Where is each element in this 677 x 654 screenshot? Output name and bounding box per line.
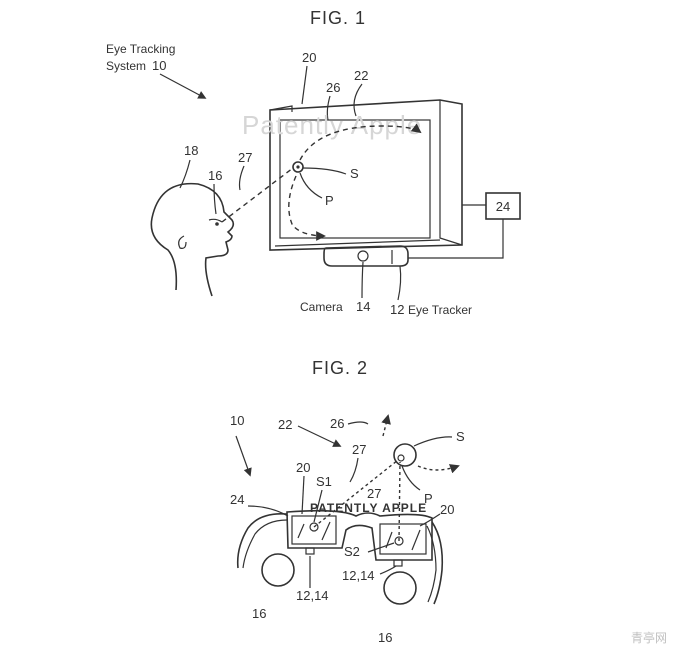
tracker-left-icon	[305, 547, 315, 555]
display-monitor	[269, 99, 463, 251]
leader-20b	[419, 513, 441, 527]
eye-left-icon	[261, 553, 295, 587]
eye-right-icon	[383, 571, 417, 605]
fig2-display-left-ref: 20	[296, 460, 310, 475]
user-eye-icon	[215, 222, 219, 226]
frame-outline	[286, 509, 433, 561]
glasses-frame	[236, 509, 444, 605]
fig1-camera-ref: 14	[356, 299, 370, 314]
fig2-tracker-left-ref: 12,14	[296, 588, 329, 603]
lens-left	[291, 515, 337, 545]
fig1-saliency-ref: S	[350, 166, 359, 181]
leader-18	[179, 159, 191, 189]
fig2-s2-ref: S2	[344, 544, 360, 559]
fig2-system-ref: 10	[230, 413, 244, 428]
fig2-s1-ref: S1	[316, 474, 332, 489]
leader-14	[361, 261, 364, 299]
fig2-frame-ref: 24	[230, 492, 244, 507]
fig2-gaze-path-arrow	[381, 414, 391, 437]
fig1-gaze-path-ref: 26	[326, 80, 340, 95]
monitor-side	[439, 100, 463, 246]
fig2-path-arrow	[297, 425, 342, 447]
fig2-path-ref: 22	[278, 417, 292, 432]
gaze-line-right	[398, 461, 401, 542]
leader-s2	[413, 436, 453, 447]
temple-left	[236, 512, 288, 569]
tracker-right-icon	[393, 559, 403, 567]
fig1-user-ref: 18	[184, 143, 198, 158]
fig2-tracker-right-ref: 12,14	[342, 568, 375, 583]
fig2-title: FIG. 2	[312, 358, 368, 378]
figure-2: FIG. 2 10 22 26 S P 27 27	[230, 358, 465, 645]
leader-26b	[347, 421, 369, 425]
fig1-camera-label: Camera	[300, 300, 343, 314]
fig1-path-ref: 22	[354, 68, 368, 83]
monitor-screen	[279, 119, 431, 239]
leader-12	[397, 265, 402, 301]
fig1-system-ref: 10	[152, 58, 166, 73]
fig1-processor-ref: 24	[496, 199, 510, 214]
corner-logo: 青亭网	[630, 631, 667, 645]
fig1-gaze-point-ref: P	[325, 193, 334, 208]
fig1-system-arrow	[159, 73, 207, 99]
fig2-gaze-path-ref: 26	[330, 416, 344, 431]
gaze-line-27	[221, 167, 294, 223]
gaze-point-icon	[292, 161, 304, 173]
figure-1: FIG. 1 Eye Tracking System 10 24 20 26	[106, 8, 521, 317]
leader-s	[302, 167, 347, 175]
lens-right	[379, 523, 427, 555]
ear-icon	[178, 235, 187, 249]
fig2-gaze-point-ref: P	[424, 491, 433, 506]
leader-24	[247, 505, 289, 517]
fig2-gaze-line-ref-b: 27	[367, 486, 381, 501]
fig1-gaze-line-ref: 27	[238, 150, 252, 165]
fig2-eye-left-ref: 16	[252, 606, 266, 621]
gaze-path-upper	[299, 123, 422, 161]
leader-p	[299, 172, 323, 199]
leader-p2	[401, 465, 421, 491]
fig2-display-right-ref: 20	[440, 502, 454, 517]
monitor-outer	[269, 99, 463, 251]
fig1-title: FIG. 1	[310, 8, 366, 28]
fig1-system-label-line1: Eye Tracking	[106, 42, 175, 56]
fig1-tracker-label: Eye Tracker	[408, 303, 472, 317]
fig1-tracker-ref: 12	[390, 302, 404, 317]
fig2-gaze-line-ref-a: 27	[352, 442, 366, 457]
leader-s2b	[367, 542, 395, 553]
leader-s1	[313, 489, 323, 523]
gaze-path-lower	[288, 175, 326, 241]
user-head	[150, 182, 235, 297]
gaze-line-left	[313, 459, 399, 528]
processor-link-tracker	[408, 219, 504, 259]
fig2-saliency-object	[393, 443, 417, 467]
fig2-watermark: PATENTLY APPLE	[310, 501, 427, 515]
leader-12b	[379, 565, 397, 575]
leader-20	[301, 65, 308, 105]
head-outline	[150, 182, 235, 297]
camera-lens-icon	[357, 250, 369, 262]
leader-16	[213, 183, 217, 215]
leader-22	[353, 83, 363, 117]
fig2-saliency-ref: S	[456, 429, 465, 444]
leader-27a	[349, 457, 359, 483]
fig1-watermark: Patently Apple	[242, 110, 422, 140]
fig1-system-label-line2: System	[106, 59, 146, 73]
saliency-s1-icon	[309, 522, 319, 532]
fig1-eye-ref: 16	[208, 168, 222, 183]
leader-27	[238, 165, 245, 191]
temple-right	[431, 521, 444, 605]
saliency-s2-icon	[394, 536, 404, 546]
leader-26	[326, 95, 331, 121]
fig1-display-ref: 20	[302, 50, 316, 65]
fig2-gaze-trail	[417, 464, 460, 474]
fig2-system-arrow	[235, 435, 252, 477]
fig2-eye-right-ref: 16	[378, 630, 392, 645]
leader-20a	[301, 475, 305, 515]
